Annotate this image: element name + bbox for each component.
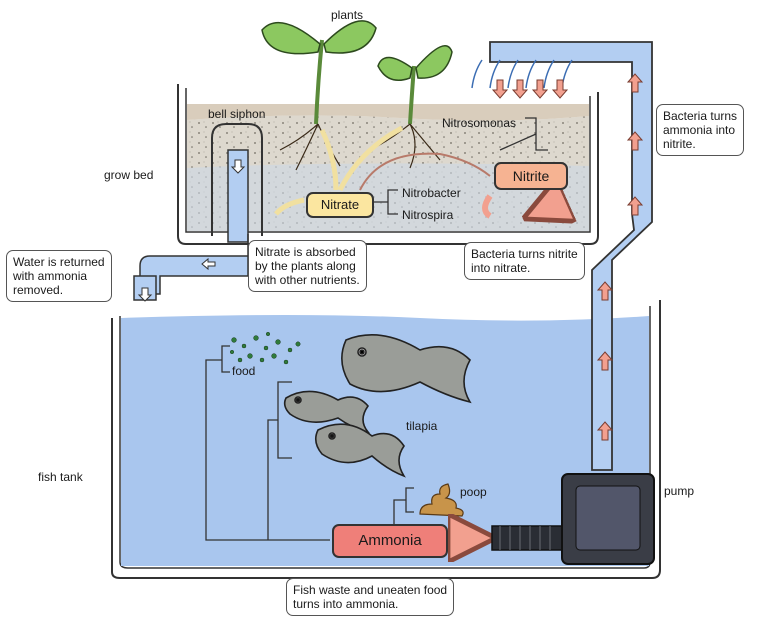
pump-label: pump [664, 484, 695, 498]
plants-label: plants [331, 8, 364, 22]
nitrobacter-label: Nitrobacter [402, 186, 461, 200]
pump-icon [491, 473, 655, 565]
nutrient-flow [274, 125, 547, 216]
bell-siphon [133, 123, 263, 301]
flow-arrows-down [491, 79, 569, 99]
nitrite-pill: Nitrite [494, 162, 568, 190]
tilapia-label: tilapia [406, 419, 438, 433]
bell-siphon-label: bell siphon [208, 107, 266, 121]
food-pellets-icon [229, 331, 301, 365]
nitrate-absorbed-note: Nitrate is absorbed by the plants along … [248, 240, 367, 292]
nitrate-pill: Nitrate [306, 192, 374, 218]
poop-icon [419, 483, 464, 517]
water-returned-note: Water is returned with ammonia removed. [6, 250, 112, 302]
flow-arrows-up [596, 73, 644, 441]
fish-icon [283, 390, 371, 434]
siphon-flow-arrows [137, 159, 246, 302]
plant-icon [261, 20, 377, 171]
fish-tank-label: fish tank [38, 470, 83, 484]
plant-icon [369, 45, 453, 169]
fish-icon [341, 334, 472, 404]
tank-brackets [205, 345, 414, 541]
nitrite-to-nitrate-note: Bacteria turns nitrite into nitrate. [464, 242, 585, 280]
poop-label: poop [460, 485, 487, 499]
fish-icon [314, 423, 406, 478]
ammonia-to-nitrite-note: Bacteria turns ammonia into nitrite. [656, 104, 745, 156]
pump-pipe [471, 41, 653, 471]
food-label: food [232, 364, 256, 378]
fish-waste-note: Fish waste and uneaten food turns into a… [286, 578, 455, 616]
nitrosomonas-label: Nitrosomonas [442, 116, 517, 130]
grow-bed-label: grow bed [104, 168, 154, 182]
ammonia-pill: Ammonia [332, 524, 448, 558]
nitrospira-label: Nitrospira [402, 208, 454, 222]
spray-bar-icon [471, 59, 573, 89]
